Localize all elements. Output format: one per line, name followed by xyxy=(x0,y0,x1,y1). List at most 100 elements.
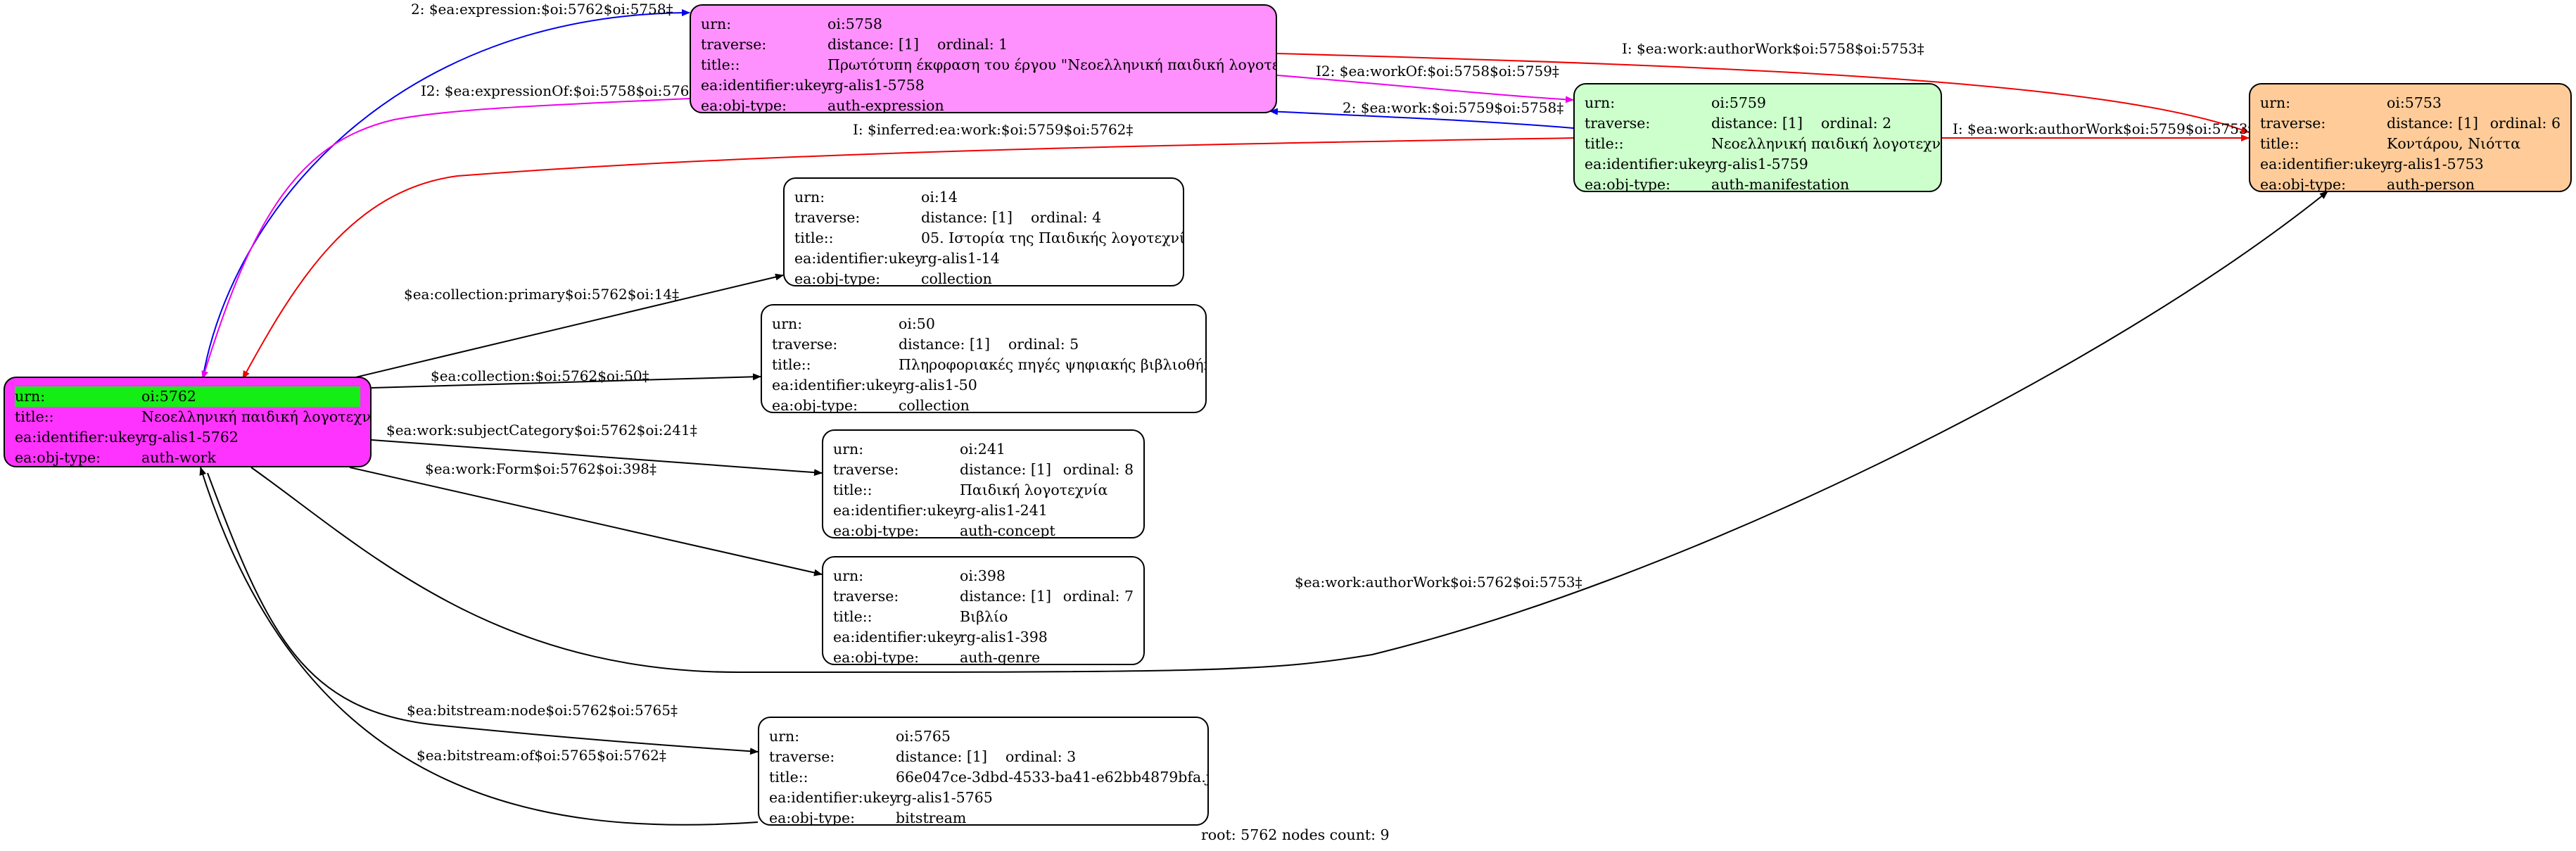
node-5758[interactable]: urn:oi:5758 traverse:distance: [1]ordina… xyxy=(690,4,1277,113)
node-50[interactable]: urn:oi:50 traverse:distance: [1]ordinal:… xyxy=(761,304,1207,413)
objtype-value: auth-work xyxy=(141,449,216,466)
ordinal-value: ordinal: 5 xyxy=(1008,336,1079,353)
graph-footer: root: 5762 nodes count: 9 xyxy=(1201,826,1390,843)
label-title: title:: xyxy=(833,481,873,498)
label-objtype: ea:obj-type: xyxy=(701,97,787,113)
edge-label-e12: $ea:work:authorWork$oi:5762$oi:5753‡ xyxy=(1295,574,1582,591)
edge-e12 xyxy=(250,191,2328,674)
edge-e3 xyxy=(1276,53,2250,133)
distance-value: distance: [1] xyxy=(896,748,987,765)
label-title: title:: xyxy=(772,356,811,373)
edge-e13 xyxy=(207,472,759,755)
label-urn: urn: xyxy=(1585,94,1616,111)
ordinal-value: ordinal: 4 xyxy=(1030,209,1102,226)
label-urn: urn: xyxy=(769,728,800,745)
edge-label-e10: $ea:work:subjectCategory$oi:5762$oi:241‡ xyxy=(386,422,697,439)
urn-value: oi:5753 xyxy=(2387,94,2442,111)
ordinal-value: ordinal: 1 xyxy=(937,36,1008,53)
edge-e1 xyxy=(202,9,690,379)
urn-value: oi:241 xyxy=(960,441,1005,458)
node-241[interactable]: urn:oi:241 traverse:distance: [1]ordinal… xyxy=(822,429,1145,538)
label-title: title:: xyxy=(833,608,873,625)
edge-e9 xyxy=(371,373,761,389)
node-5759[interactable]: urn: oi:5759 traverse: distance: [1] ordina… xyxy=(1573,83,1942,192)
ordinal-value: ordinal: 6 xyxy=(2489,115,2561,132)
label-title: title:: xyxy=(15,408,54,425)
title-value: Παιδική λογοτεχνία xyxy=(960,481,1108,498)
label-ukey: ea:identifier:ukey xyxy=(15,429,144,446)
label-ukey: ea:identifier:ukey xyxy=(772,377,901,393)
label-objtype: ea:obj-type: xyxy=(794,270,880,286)
label-objtype: ea:obj-type: xyxy=(833,522,919,538)
ordinal-value: ordinal: 7 xyxy=(1062,588,1134,605)
objtype-value: auth-manifestation xyxy=(1711,176,1850,192)
urn-value: oi:50 xyxy=(899,315,935,332)
label-ukey: ea:identifier:ukey xyxy=(833,629,962,645)
distance-value: distance: [1] xyxy=(1711,115,1803,132)
objtype-value: collection xyxy=(921,270,992,286)
label-ukey: ea:identifier:ukey xyxy=(769,789,898,806)
ordinal-value: ordinal: 2 xyxy=(1820,115,1892,132)
distance-value: distance: [1] xyxy=(2387,115,2478,132)
label-urn: urn: xyxy=(833,567,864,584)
label-title: title:: xyxy=(2260,135,2299,152)
edge-label-e9: $ea:collection:$oi:5762$oi:50‡ xyxy=(431,367,649,384)
urn-value: oi:5758 xyxy=(827,15,882,32)
label-title: title:: xyxy=(701,56,740,73)
label-traverse: traverse: xyxy=(701,36,767,53)
node-14[interactable]: urn:oi:14 traverse:distance: [1]ordinal:… xyxy=(783,177,1184,286)
urn-value: oi:398 xyxy=(960,567,1005,584)
edge-e10 xyxy=(371,439,823,477)
objtype-value: collection xyxy=(899,397,970,413)
ordinal-value: ordinal: 8 xyxy=(1062,461,1134,478)
edge-e5 xyxy=(1269,108,1574,129)
objtype-value: auth-expression xyxy=(827,97,944,113)
urn-value: oi:5759 xyxy=(1711,94,1766,111)
label-title: title:: xyxy=(794,229,834,246)
distance-value: distance: [1] xyxy=(921,209,1013,226)
title-value: Πληροφοριακές πηγές ψηφιακής βιβλιοθήκης xyxy=(899,356,1207,373)
ukey-value: rg-alis1-5762 xyxy=(141,429,239,446)
ukey-value: rg-alis1-241 xyxy=(960,502,1048,519)
ukey-value: rg-alis1-5759 xyxy=(1711,156,1808,172)
title-value: Νεοελληνική παιδική λογοτεχνία xyxy=(1711,135,1942,152)
label-urn: urn: xyxy=(794,189,825,206)
label-traverse: traverse: xyxy=(769,748,835,765)
label-urn: urn: xyxy=(2260,94,2291,111)
urn-value: oi:5762 xyxy=(141,388,196,405)
label-ukey: ea:identifier:ukey xyxy=(794,250,923,267)
label-objtype: ea:obj-type: xyxy=(833,649,919,665)
title-value: 66e047ce-3dbd-4533-ba41-e62bb4879bfa.jpg xyxy=(896,769,1209,786)
edge-e14 xyxy=(199,467,759,826)
ukey-value: rg-alis1-398 xyxy=(960,629,1048,645)
edge-label-e13: $ea:bitstream:node$oi:5762$oi:5765‡ xyxy=(407,702,678,719)
label-ukey: ea:identifier:ukey xyxy=(701,77,830,94)
edge-label-e14: $ea:bitstream:of$oi:5765$oi:5762‡ xyxy=(417,747,666,764)
title-value: 05. Ιστορία της Παιδικής λογοτεχνίας xyxy=(921,229,1184,246)
edge-label-e3: I: $ea:work:authorWork$oi:5758$oi:5753‡ xyxy=(1622,40,1924,57)
title-value: Πρωτότυπη έκφραση του έργου "Νεοελληνική… xyxy=(827,56,1277,73)
node-5765[interactable]: urn:oi:5765 traverse:distance: [1]ordina… xyxy=(758,717,1209,826)
node-398[interactable]: urn:oi:398 traverse:distance: [1]ordinal… xyxy=(822,556,1145,665)
edge-label-e2: I2: $ea:expressionOf:$oi:5758$oi:5762‡ xyxy=(421,82,705,99)
label-objtype: ea:obj-type: xyxy=(1585,176,1670,192)
distance-value: distance: [1] xyxy=(827,36,919,53)
edge-e2 xyxy=(201,98,690,379)
label-ukey: ea:identifier:ukey xyxy=(1585,156,1713,172)
objtype-value: auth-concept xyxy=(960,522,1055,538)
node-5753[interactable]: urn:oi:5753 traverse:distance: [1]ordina… xyxy=(2249,83,2572,192)
label-traverse: traverse: xyxy=(794,209,861,226)
distance-value: distance: [1] xyxy=(960,461,1051,478)
edge-label-e1: 2: $ea:expression:$oi:5762$oi:5758‡ xyxy=(411,1,673,18)
edge-e4 xyxy=(1276,75,1574,103)
label-objtype: ea:obj-type: xyxy=(769,809,855,826)
distance-value: distance: [1] xyxy=(960,588,1051,605)
node-5762-root[interactable]: urn:oi:5762 title::Νεοελληνική παιδική λ… xyxy=(4,377,372,467)
label-traverse: traverse: xyxy=(1585,115,1651,132)
label-traverse: traverse: xyxy=(833,461,899,478)
title-value: Βιβλίο xyxy=(960,608,1008,625)
label-title: title:: xyxy=(1585,135,1624,152)
edge-label-e4: I2: $ea:workOf:$oi:5758$oi:5759‡ xyxy=(1316,63,1559,80)
edge-e11 xyxy=(349,467,823,576)
